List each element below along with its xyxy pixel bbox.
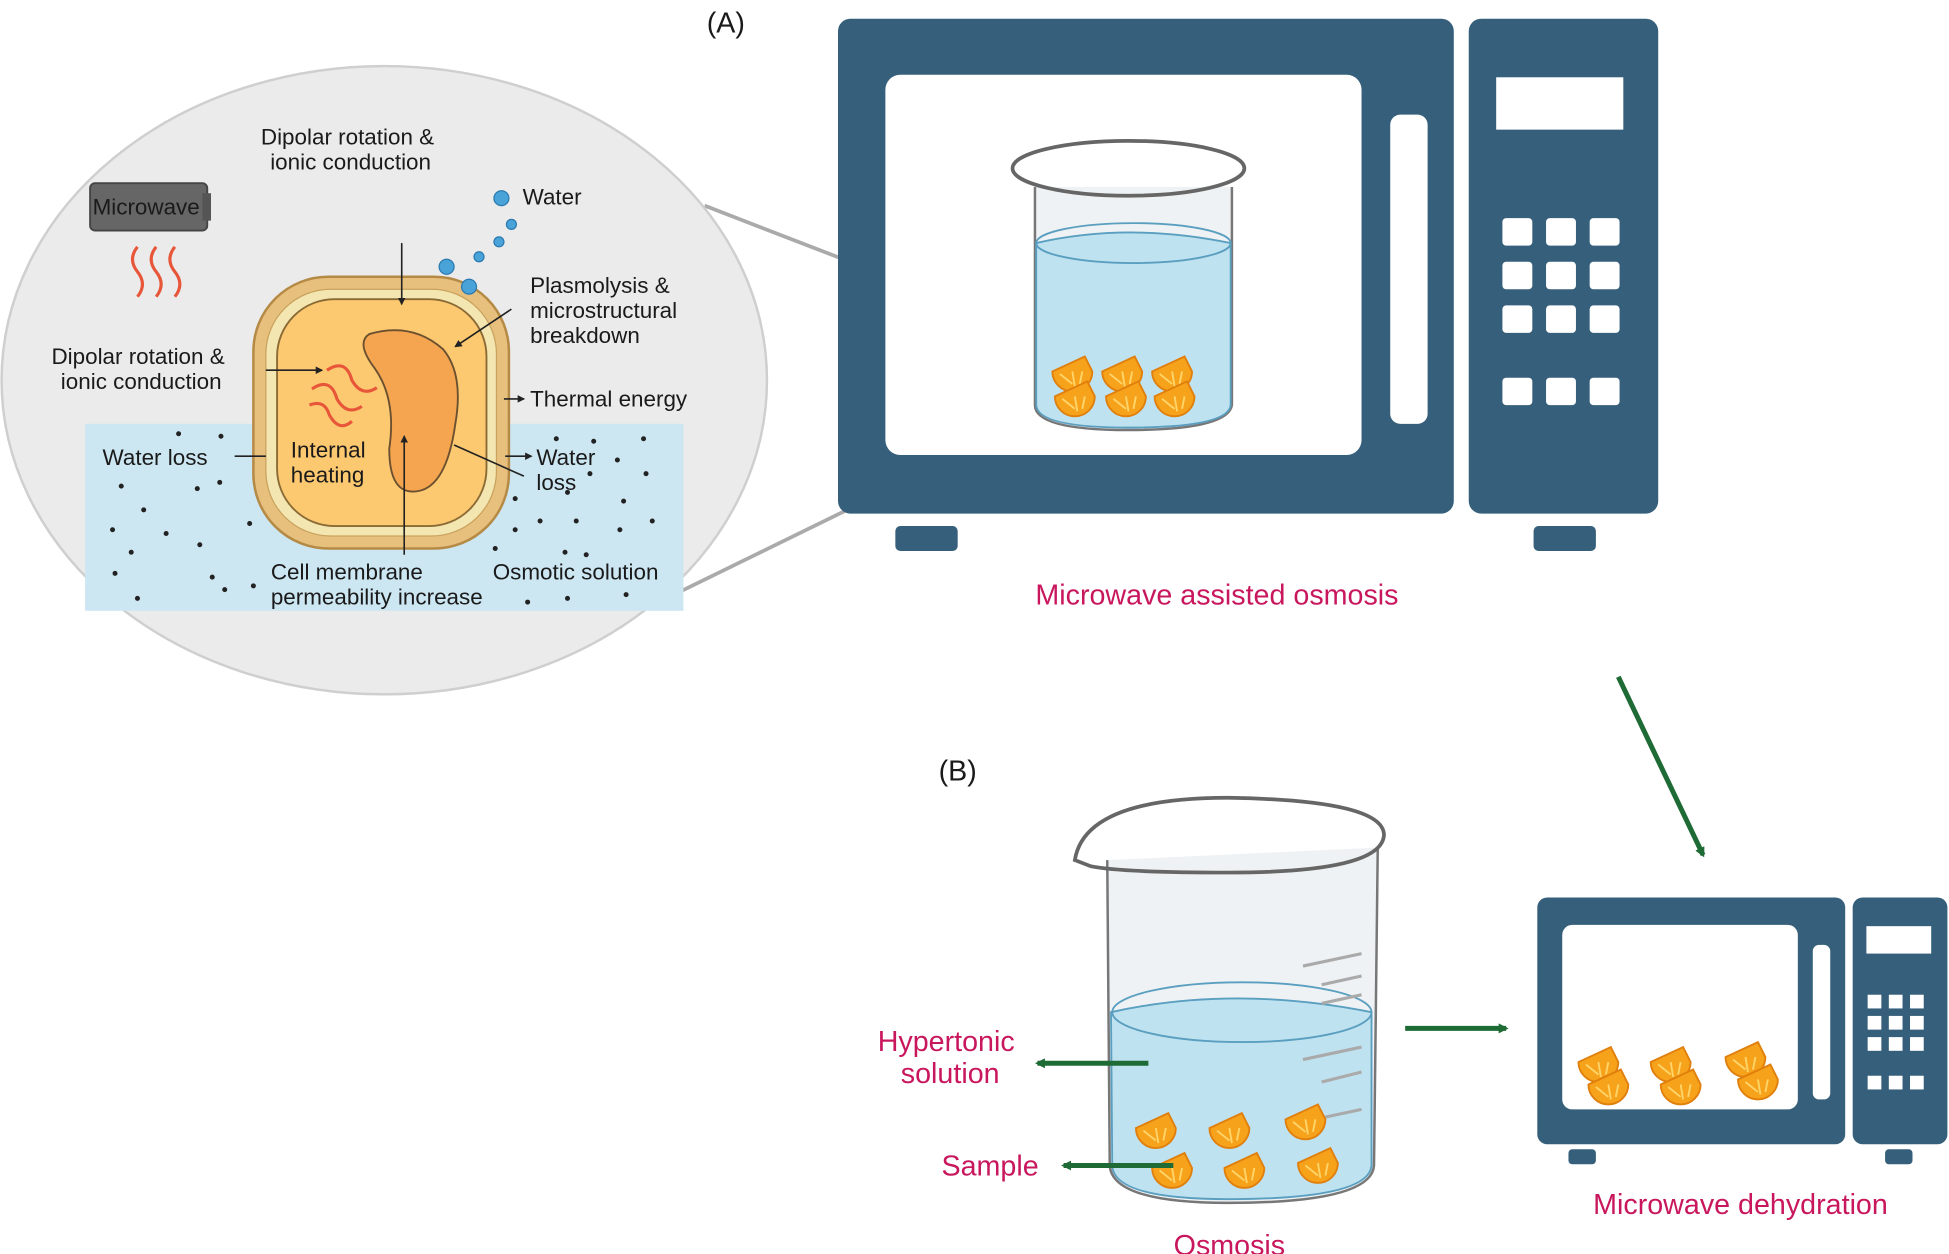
microwave-small-icon <box>1537 897 1948 1165</box>
label-thermal-energy: Thermal energy <box>530 386 688 411</box>
label-internal-heating: Internal heating <box>291 437 372 487</box>
label-cell-membrane: Cell membrane permeability increase <box>271 560 483 610</box>
label-dipolar-left: Dipolar rotation & ionic conduction <box>51 344 230 394</box>
label-water-loss-right: Water loss <box>536 445 601 495</box>
inset-cell-diagram: Microwave Dipolar rotation & ionic condu… <box>0 64 769 696</box>
beaker-small-icon <box>1010 138 1247 432</box>
label-osmotic-solution: Osmotic solution <box>493 560 659 585</box>
solute-dots <box>110 431 655 605</box>
caption-microwave-assisted-osmosis: Microwave assisted osmosis <box>1035 580 1398 612</box>
label-osmosis: Osmosis <box>1174 1230 1285 1254</box>
water-droplets <box>438 190 518 295</box>
label-hypertonic-solution: Hypertonic solution <box>878 1026 1023 1090</box>
arrow-to-dehydration <box>1616 675 1706 858</box>
panel-a-label: (A) <box>707 7 745 39</box>
caption-microwave-dehydration: Microwave dehydration <box>1593 1189 1888 1221</box>
label-plasmolysis: Plasmolysis & microstructural breakdown <box>530 273 683 348</box>
heat-waves-inner <box>308 364 378 428</box>
label-water: Water <box>523 184 583 209</box>
label-water-loss-left: Water loss <box>103 445 208 470</box>
label-microwave: Microwave <box>93 194 200 219</box>
heat-waves-outer <box>130 245 182 298</box>
label-dipolar-top: Dipolar rotation & ionic conduction <box>261 125 440 175</box>
beaker-large-icon <box>1072 795 1386 1205</box>
label-sample: Sample <box>941 1150 1038 1182</box>
microwave-large-icon <box>838 18 1659 551</box>
panel-b-label: (B) <box>939 755 977 787</box>
